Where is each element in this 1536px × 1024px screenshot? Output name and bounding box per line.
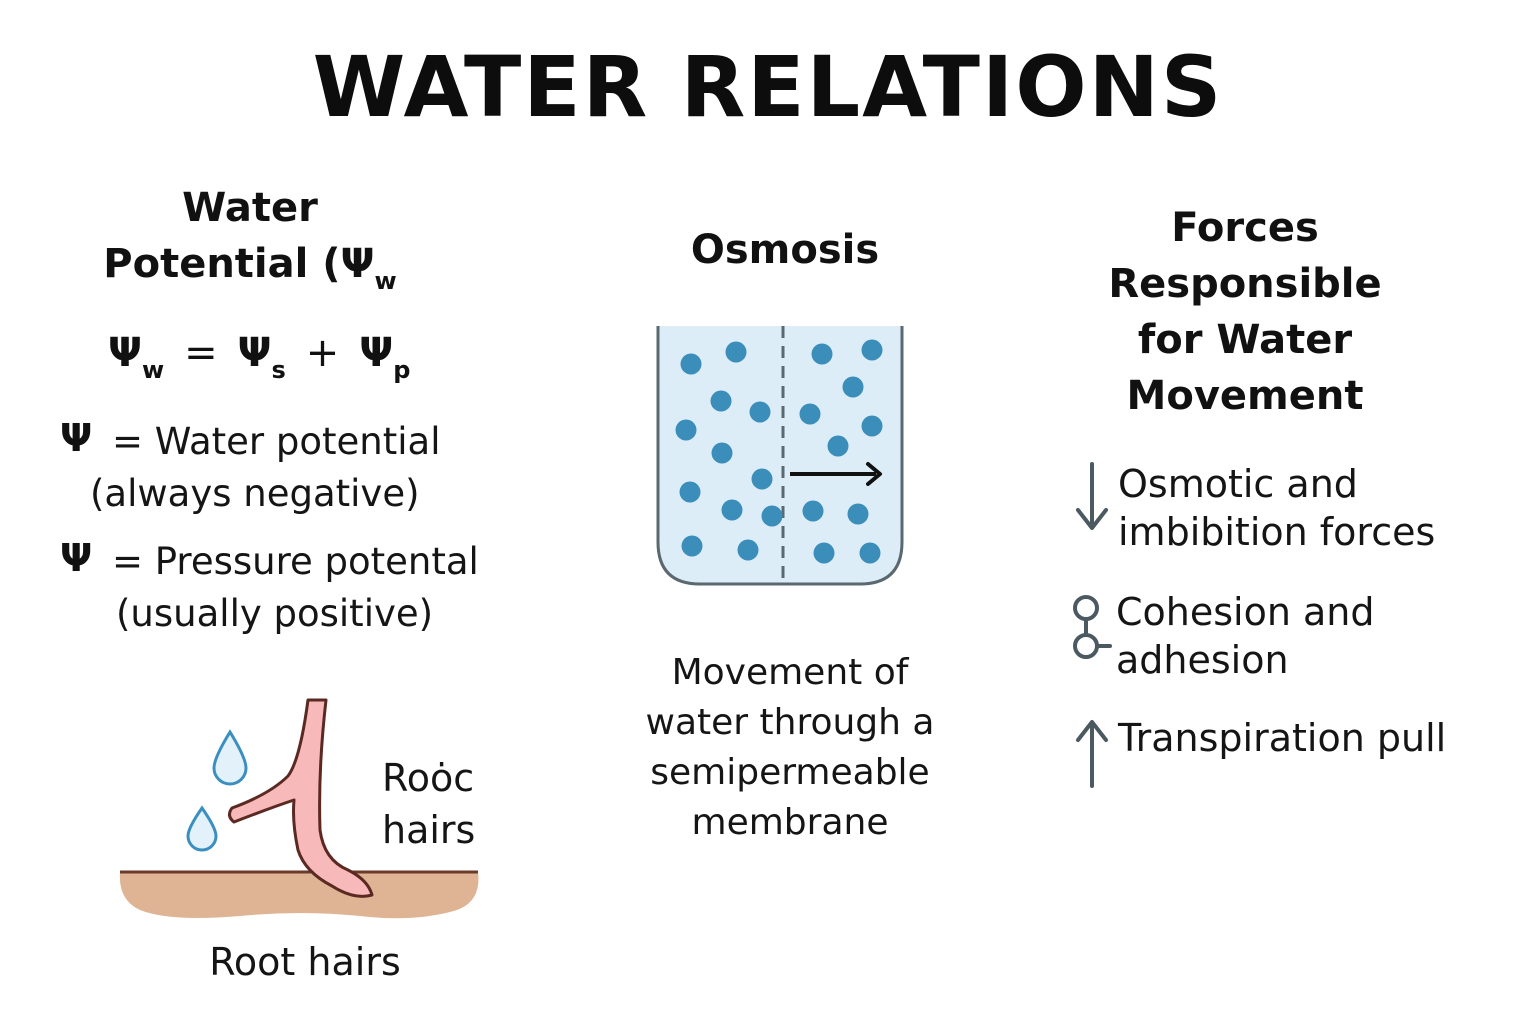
water-potential-equation: Ψw = Ψs + Ψp: [108, 330, 410, 384]
definition-line: = Water potential: [112, 420, 441, 463]
solute-particle: [721, 499, 743, 521]
solute-particle: [802, 500, 824, 522]
solute-particle: [675, 419, 697, 441]
osmosis-caption: Movement of water through a semipermeabl…: [610, 648, 970, 848]
osmosis-heading: Osmosis: [690, 227, 880, 273]
water-drop-icon: [186, 805, 218, 852]
eq-psi-s: Ψ: [237, 330, 272, 376]
solute-particle: [749, 401, 771, 423]
caption-line: Movement of: [671, 652, 909, 693]
solute-particle: [827, 435, 849, 457]
definition-note: (usually positive): [116, 592, 434, 635]
eq-sub-w: w: [141, 356, 165, 384]
force-label-line: Cohesion and: [1116, 590, 1375, 634]
definition-pressure-potential: Ψ = Pressure potental (usually positive): [60, 536, 479, 640]
definition-symbol: Ψ: [60, 416, 93, 460]
beaker-outline: [656, 326, 904, 586]
cohesion-molecule-icon: [1073, 595, 1112, 659]
force-item-transpiration: Transpiration pull: [1066, 714, 1446, 790]
solute-particle: [711, 442, 733, 464]
definition-note: (always negative): [90, 472, 420, 515]
force-label-line: Transpiration pull: [1118, 716, 1447, 760]
solute-particle: [861, 339, 883, 361]
arrow-down-icon: [1076, 462, 1108, 530]
caption-line: membrane: [691, 802, 889, 843]
side-label-line-1: Roȯc: [382, 756, 475, 800]
solute-particle: [847, 503, 869, 525]
eq-equals: =: [184, 330, 218, 376]
force-item-osmotic: Osmotic and imbibition forces: [1066, 460, 1435, 556]
solute-particles: [675, 339, 883, 564]
water-flow-arrowhead: [866, 462, 882, 486]
solute-particle: [725, 341, 747, 363]
solute-particle: [751, 468, 773, 490]
solute-particle: [859, 542, 881, 564]
solute-particle: [811, 343, 833, 365]
solute-particle: [679, 481, 701, 503]
eq-sub-p: p: [393, 356, 411, 384]
root-hair-side-label: Roȯc hairs: [382, 752, 475, 856]
arrow-up-icon: [1076, 720, 1108, 788]
water-potential-heading: Water Potential (Ψw: [60, 180, 440, 297]
solute-particle: [813, 542, 835, 564]
eq-plus: +: [305, 330, 340, 376]
solute-particle: [680, 353, 702, 375]
heading-line: for Water: [1137, 317, 1353, 363]
heading-line: Responsible: [1108, 261, 1382, 307]
solute-particle: [842, 376, 864, 398]
eq-psi-w: Ψ: [108, 330, 142, 376]
beaker-water: [658, 326, 902, 584]
eq-sub-s: s: [271, 356, 286, 384]
force-item-cohesion: Cohesion and adhesion: [1064, 588, 1375, 684]
solute-particle: [737, 539, 759, 561]
force-label-line: imbibition forces: [1118, 510, 1436, 554]
solute-particle: [761, 505, 783, 527]
force-label-line: adhesion: [1116, 638, 1289, 682]
forces-heading: Forces Responsible for Water Movement: [1080, 200, 1410, 424]
root-hair-caption: Root hairs: [209, 940, 401, 984]
soil-layer: [119, 872, 479, 919]
heading-line-2-text: Potential (Ψ: [103, 241, 375, 287]
heading-subscript: w: [374, 267, 397, 295]
heading-line: Forces: [1171, 205, 1319, 251]
definition-symbol: Ψ: [60, 536, 93, 580]
caption-line: semipermeable: [650, 752, 930, 793]
solute-particle: [861, 415, 883, 437]
side-label-line-2: hairs: [382, 808, 476, 852]
force-label: Cohesion and adhesion: [1116, 588, 1375, 684]
solute-particle: [710, 390, 732, 412]
force-label-line: Osmotic and: [1118, 462, 1358, 506]
root-hair-illustration: [119, 698, 479, 919]
heading-line-2: Potential (Ψw: [60, 236, 440, 297]
force-label: Transpiration pull: [1118, 714, 1446, 762]
heading-line: Movement: [1126, 373, 1364, 419]
definition-line: = Pressure potental: [112, 540, 479, 583]
solute-particle: [799, 403, 821, 425]
definition-water-potential: Ψ = Water potential (always negative): [60, 416, 440, 520]
solute-particle: [681, 535, 703, 557]
caption-line: water through a: [645, 702, 935, 743]
root-shape: [227, 698, 374, 898]
eq-psi-p: Ψ: [359, 330, 394, 376]
osmosis-beaker: [656, 326, 904, 586]
force-label: Osmotic and imbibition forces: [1118, 460, 1435, 556]
heading-line-1: Water: [182, 185, 318, 231]
water-drop-icon: [212, 729, 248, 786]
page-title: WATER RELATIONS: [312, 38, 1224, 136]
